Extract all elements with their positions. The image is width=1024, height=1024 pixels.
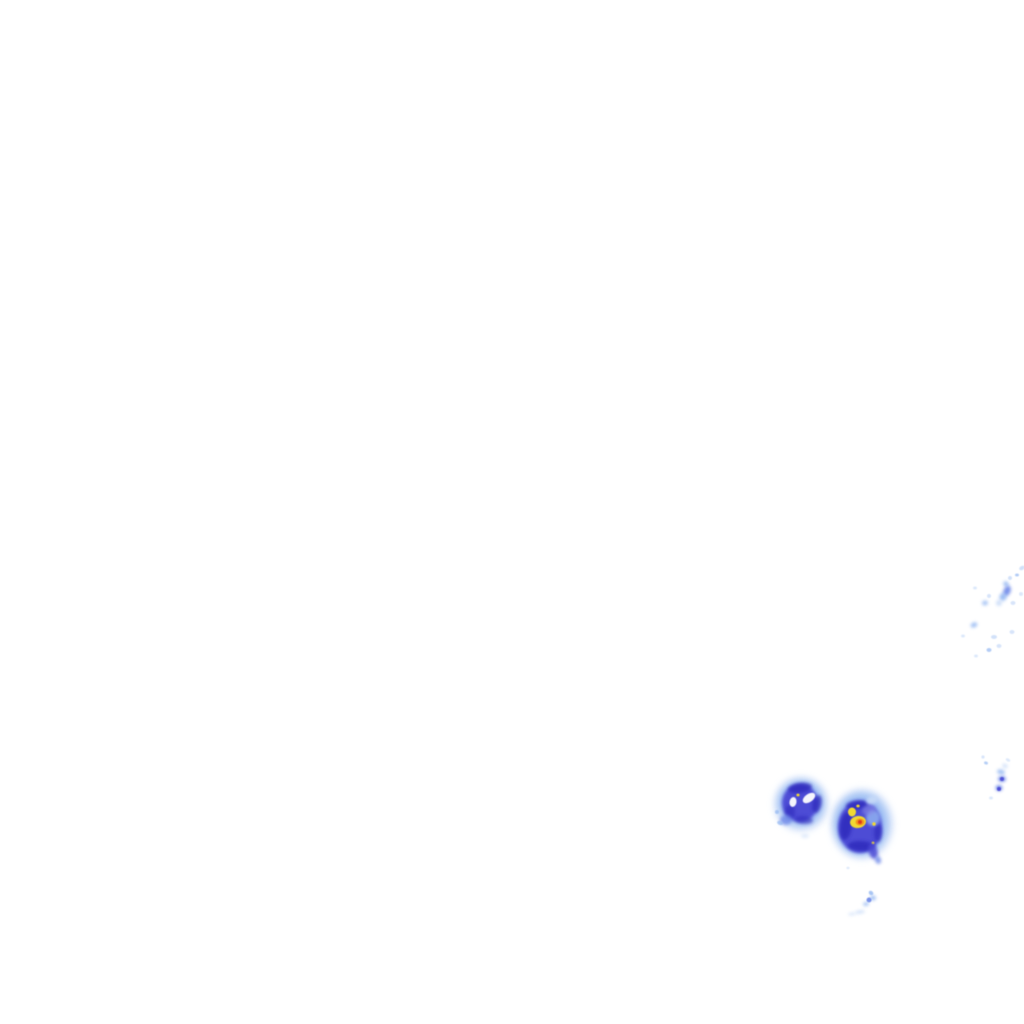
radar-echo <box>870 895 876 901</box>
radar-echo <box>1005 758 1011 762</box>
echo-cluster-northeast <box>961 565 1024 658</box>
radar-echo <box>856 804 860 808</box>
radar-echo <box>789 797 797 807</box>
radar-echo <box>1008 576 1012 580</box>
echo-cluster-east <box>981 755 1011 800</box>
radar-echo <box>987 594 991 598</box>
radar-echo <box>984 761 988 765</box>
radar-echo <box>866 795 878 805</box>
radar-echo <box>996 600 1002 606</box>
radar-echo <box>855 910 865 914</box>
radar-echo <box>1002 763 1008 769</box>
radar-echo <box>997 787 1001 791</box>
radar-echo <box>1003 581 1009 587</box>
radar-echo <box>1009 630 1015 634</box>
radar-echo <box>874 824 882 842</box>
radar-echo <box>981 755 985 759</box>
radar-echo <box>862 804 876 816</box>
radar-echo <box>961 634 965 638</box>
radar-echo <box>866 897 872 903</box>
radar-echo <box>848 807 856 817</box>
radar-echo <box>780 815 792 825</box>
radar-echo <box>1019 592 1023 596</box>
radar-echo <box>999 593 1007 601</box>
radar-echo <box>848 912 856 916</box>
storm-cell-east <box>831 789 893 870</box>
radar-echo <box>812 795 822 813</box>
radar-echo <box>997 769 1005 775</box>
radar-echo <box>989 796 993 800</box>
radar-echo <box>872 822 876 826</box>
radar-echo <box>982 600 988 606</box>
radar-echo <box>801 834 809 838</box>
radar-echo <box>1015 573 1019 577</box>
radar-echo <box>868 890 874 896</box>
radar-echo <box>788 782 812 794</box>
radar-echo <box>986 648 992 652</box>
radar-echo <box>777 820 783 826</box>
radar-echo <box>846 866 850 870</box>
radar-echo <box>802 792 816 804</box>
radar-echo <box>1010 601 1016 605</box>
radar-echo <box>973 586 977 590</box>
radar-echo <box>970 622 978 628</box>
radar-echo <box>1019 565 1024 571</box>
storm-cell-west <box>774 777 828 838</box>
radar-echo <box>848 840 874 852</box>
radar-echo <box>874 856 882 864</box>
radar-echo <box>839 812 853 840</box>
radar-echo <box>863 901 869 907</box>
radar-echo <box>796 793 800 797</box>
radar-echo <box>974 654 978 658</box>
radar-echo <box>795 815 813 825</box>
radar-echo <box>858 820 862 824</box>
radar-echo <box>991 635 997 639</box>
echo-cluster-south <box>848 890 876 916</box>
radar-echo <box>996 644 1002 648</box>
radar-echo <box>868 843 878 859</box>
radar-echo <box>775 810 779 814</box>
radar-echo <box>1000 777 1004 781</box>
